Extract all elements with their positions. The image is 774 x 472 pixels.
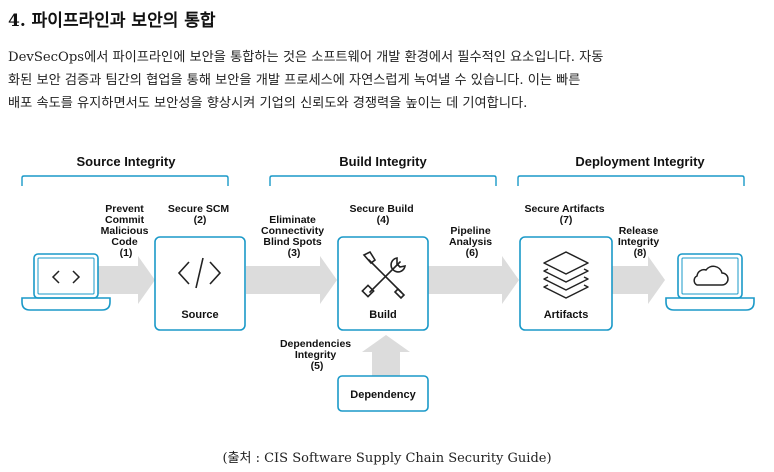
- paragraph-line: 화된 보안 검증과 팀간의 협업을 통해 보안을 개발 프로세스에 자연스럽게 …: [8, 73, 581, 88]
- label-eliminate: Eliminate Connectivity Blind Spots (3): [261, 214, 327, 259]
- dependency-box-label: Dependency: [350, 389, 416, 401]
- build-box: Build: [337, 236, 429, 331]
- label-secure-scm: Secure SCM (2): [168, 203, 232, 226]
- cloud-icon: [693, 265, 729, 286]
- bracket-source: [21, 175, 229, 186]
- group-title-source: Source Integrity: [77, 154, 177, 169]
- arrow-5: [362, 335, 410, 376]
- bracket-deploy: [517, 175, 745, 186]
- artifacts-box: Artifacts: [519, 236, 613, 331]
- laptop-icon: [665, 253, 755, 311]
- section-heading: 4. 파이프라인과 보안의 통합: [8, 11, 216, 31]
- source-box: Source: [154, 236, 246, 331]
- arrow-3: [246, 256, 337, 304]
- label-secure-build: Secure Build (4): [349, 203, 416, 226]
- label-prevent: Prevent Commit Malicious Code (1): [101, 203, 152, 259]
- code-icon: [51, 270, 81, 284]
- figure-caption: (출처 : CIS Software Supply Chain Security…: [222, 451, 552, 466]
- arrow-1: [98, 256, 155, 304]
- paragraph-line: 배포 속도를 유지하면서도 보안성을 향상시켜 기업의 신뢰도와 경쟁력을 높이…: [8, 96, 528, 111]
- flow-arrows: [98, 256, 665, 376]
- arrow-8: [612, 256, 665, 304]
- label-pipeline: Pipeline Analysis (6): [449, 225, 495, 259]
- artifacts-box-label: Artifacts: [544, 309, 589, 321]
- intro-paragraph: DevSecOps에서 파이프라인에 보안을 통합하는 것은 소프트웨어 개발 …: [8, 46, 768, 115]
- label-dependencies: Dependencies Integrity (5): [280, 338, 354, 372]
- group-brackets: [21, 175, 745, 186]
- label-secure-artifacts: Secure Artifacts (7): [524, 203, 607, 226]
- source-box-label: Source: [181, 309, 218, 321]
- group-title-deploy: Deployment Integrity: [575, 154, 705, 169]
- build-box-label: Build: [369, 309, 397, 321]
- paragraph-line: DevSecOps에서 파이프라인에 보안을 통합하는 것은 소프트웨어 개발 …: [8, 50, 604, 65]
- bracket-build: [269, 175, 497, 186]
- layers-icon: [543, 251, 589, 299]
- dependency-box: Dependency: [337, 375, 429, 412]
- group-title-build: Build Integrity: [339, 154, 427, 169]
- tools-icon: [361, 250, 406, 300]
- label-release: Release Integrity (8): [618, 225, 662, 259]
- slash-code-icon: [177, 257, 222, 289]
- arrow-6: [428, 256, 519, 304]
- laptop-icon: [21, 253, 111, 311]
